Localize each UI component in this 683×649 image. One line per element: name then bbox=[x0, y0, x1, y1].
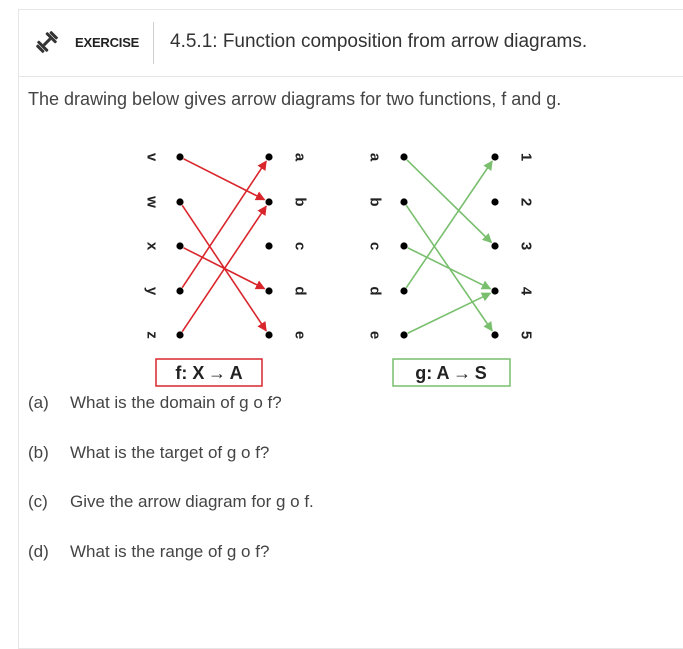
g-domain-label-c: c bbox=[367, 242, 384, 250]
g-codomain-dot-1 bbox=[491, 153, 499, 161]
f-codomain-dot-b bbox=[265, 198, 273, 206]
g-domain-dot-b bbox=[400, 198, 408, 206]
caption-f-box bbox=[155, 358, 263, 387]
f-domain-dot-y bbox=[176, 287, 184, 295]
g-codomain-label-1: 1 bbox=[518, 153, 535, 161]
g-codomain-dot-5 bbox=[491, 331, 499, 339]
f-domain-label-w: w bbox=[144, 195, 161, 208]
f-codomain-dot-c bbox=[265, 242, 273, 250]
g-arrow-c-4 bbox=[407, 247, 492, 290]
f-codomain-label-c: c bbox=[292, 242, 309, 250]
exercise-header: EXERCISE 4.5.1: Function composition fro… bbox=[19, 10, 683, 77]
f-codomain-label-d: d bbox=[292, 286, 309, 295]
f-codomain-dot-a bbox=[265, 153, 273, 161]
f-codomain-label-a: a bbox=[292, 153, 309, 162]
g-domain-label-b: b bbox=[367, 197, 384, 206]
intro-text: The drawing below gives arrow diagrams f… bbox=[28, 89, 562, 109]
question-b-text: What is the target of g o f? bbox=[70, 443, 270, 462]
f-domain-dot-v bbox=[176, 153, 184, 161]
g-codomain-label-3: 3 bbox=[518, 242, 535, 250]
g-domain-dot-e bbox=[400, 331, 408, 339]
g-domain-label-d: d bbox=[367, 286, 384, 295]
diagram-g: a b c d e 1 2 3 4 5 bbox=[367, 153, 535, 339]
diagram-f: v w x y z a b c d e bbox=[144, 153, 309, 339]
question-d-text: What is the range of g o f? bbox=[70, 542, 270, 561]
caption-g-box bbox=[392, 358, 511, 387]
f-domain-dot-w bbox=[176, 198, 184, 206]
f-domain-label-z: z bbox=[144, 331, 161, 339]
g-arrow-e-4 bbox=[407, 292, 492, 334]
question-a-label: (a) bbox=[28, 393, 49, 412]
g-codomain-dot-2 bbox=[491, 198, 499, 206]
g-domain-label-a: a bbox=[367, 153, 384, 162]
f-domain-label-y: y bbox=[144, 287, 161, 296]
question-b: (b) What is the target of g o f? bbox=[28, 443, 269, 463]
exercise-title: 4.5.1: Function composition from arrow d… bbox=[170, 31, 588, 52]
f-arrow-v-b bbox=[183, 158, 266, 201]
f-domain-label-x: x bbox=[144, 242, 161, 251]
g-codomain-dot-4 bbox=[491, 287, 499, 295]
f-domain-label-v: v bbox=[144, 153, 161, 162]
g-domain-dot-a bbox=[400, 153, 408, 161]
question-d: (d) What is the range of g o f? bbox=[28, 542, 269, 562]
question-c: (c) Give the arrow diagram for g o f. bbox=[28, 492, 314, 512]
g-domain-label-e: e bbox=[367, 331, 384, 339]
f-codomain-dot-d bbox=[265, 287, 273, 295]
f-domain-dot-x bbox=[176, 242, 184, 250]
f-codomain-dot-e bbox=[265, 331, 273, 339]
f-codomain-label-b: b bbox=[292, 197, 309, 206]
g-arrow-d-1 bbox=[405, 160, 493, 289]
arrow-diagrams: v w x y z a b c d e a b c d e 1 2 3 4 5 f: X → A g: A → S bbox=[144, 153, 535, 387]
caption-g: g: A → S bbox=[415, 363, 487, 383]
f-arrow-y-a bbox=[181, 160, 267, 289]
question-c-text: Give the arrow diagram for g o f. bbox=[70, 492, 314, 511]
g-domain-dot-d bbox=[400, 287, 408, 295]
f-arrow-z-b bbox=[181, 205, 267, 333]
caption-f: f: X → A bbox=[175, 363, 242, 383]
exercise-card: EXERCISE 4.5.1: Function composition fro… bbox=[18, 9, 683, 649]
f-codomain-label-e: e bbox=[292, 331, 309, 339]
g-codomain-label-5: 5 bbox=[518, 331, 535, 339]
question-b-label: (b) bbox=[28, 443, 49, 462]
exercise-label: EXERCISE bbox=[75, 35, 140, 50]
f-domain-dot-z bbox=[176, 331, 184, 339]
g-domain-dot-c bbox=[400, 242, 408, 250]
question-d-label: (d) bbox=[28, 542, 49, 561]
g-codomain-label-2: 2 bbox=[518, 198, 535, 206]
g-arrow-a-3 bbox=[406, 159, 493, 244]
dumbbell-icon bbox=[36, 31, 58, 53]
g-codomain-dot-3 bbox=[491, 242, 499, 250]
question-c-label: (c) bbox=[28, 492, 48, 511]
question-a-text: What is the domain of g o f? bbox=[70, 393, 282, 412]
question-a: (a) What is the domain of g o f? bbox=[28, 393, 282, 413]
g-codomain-label-4: 4 bbox=[518, 287, 535, 296]
header-divider bbox=[153, 22, 154, 64]
